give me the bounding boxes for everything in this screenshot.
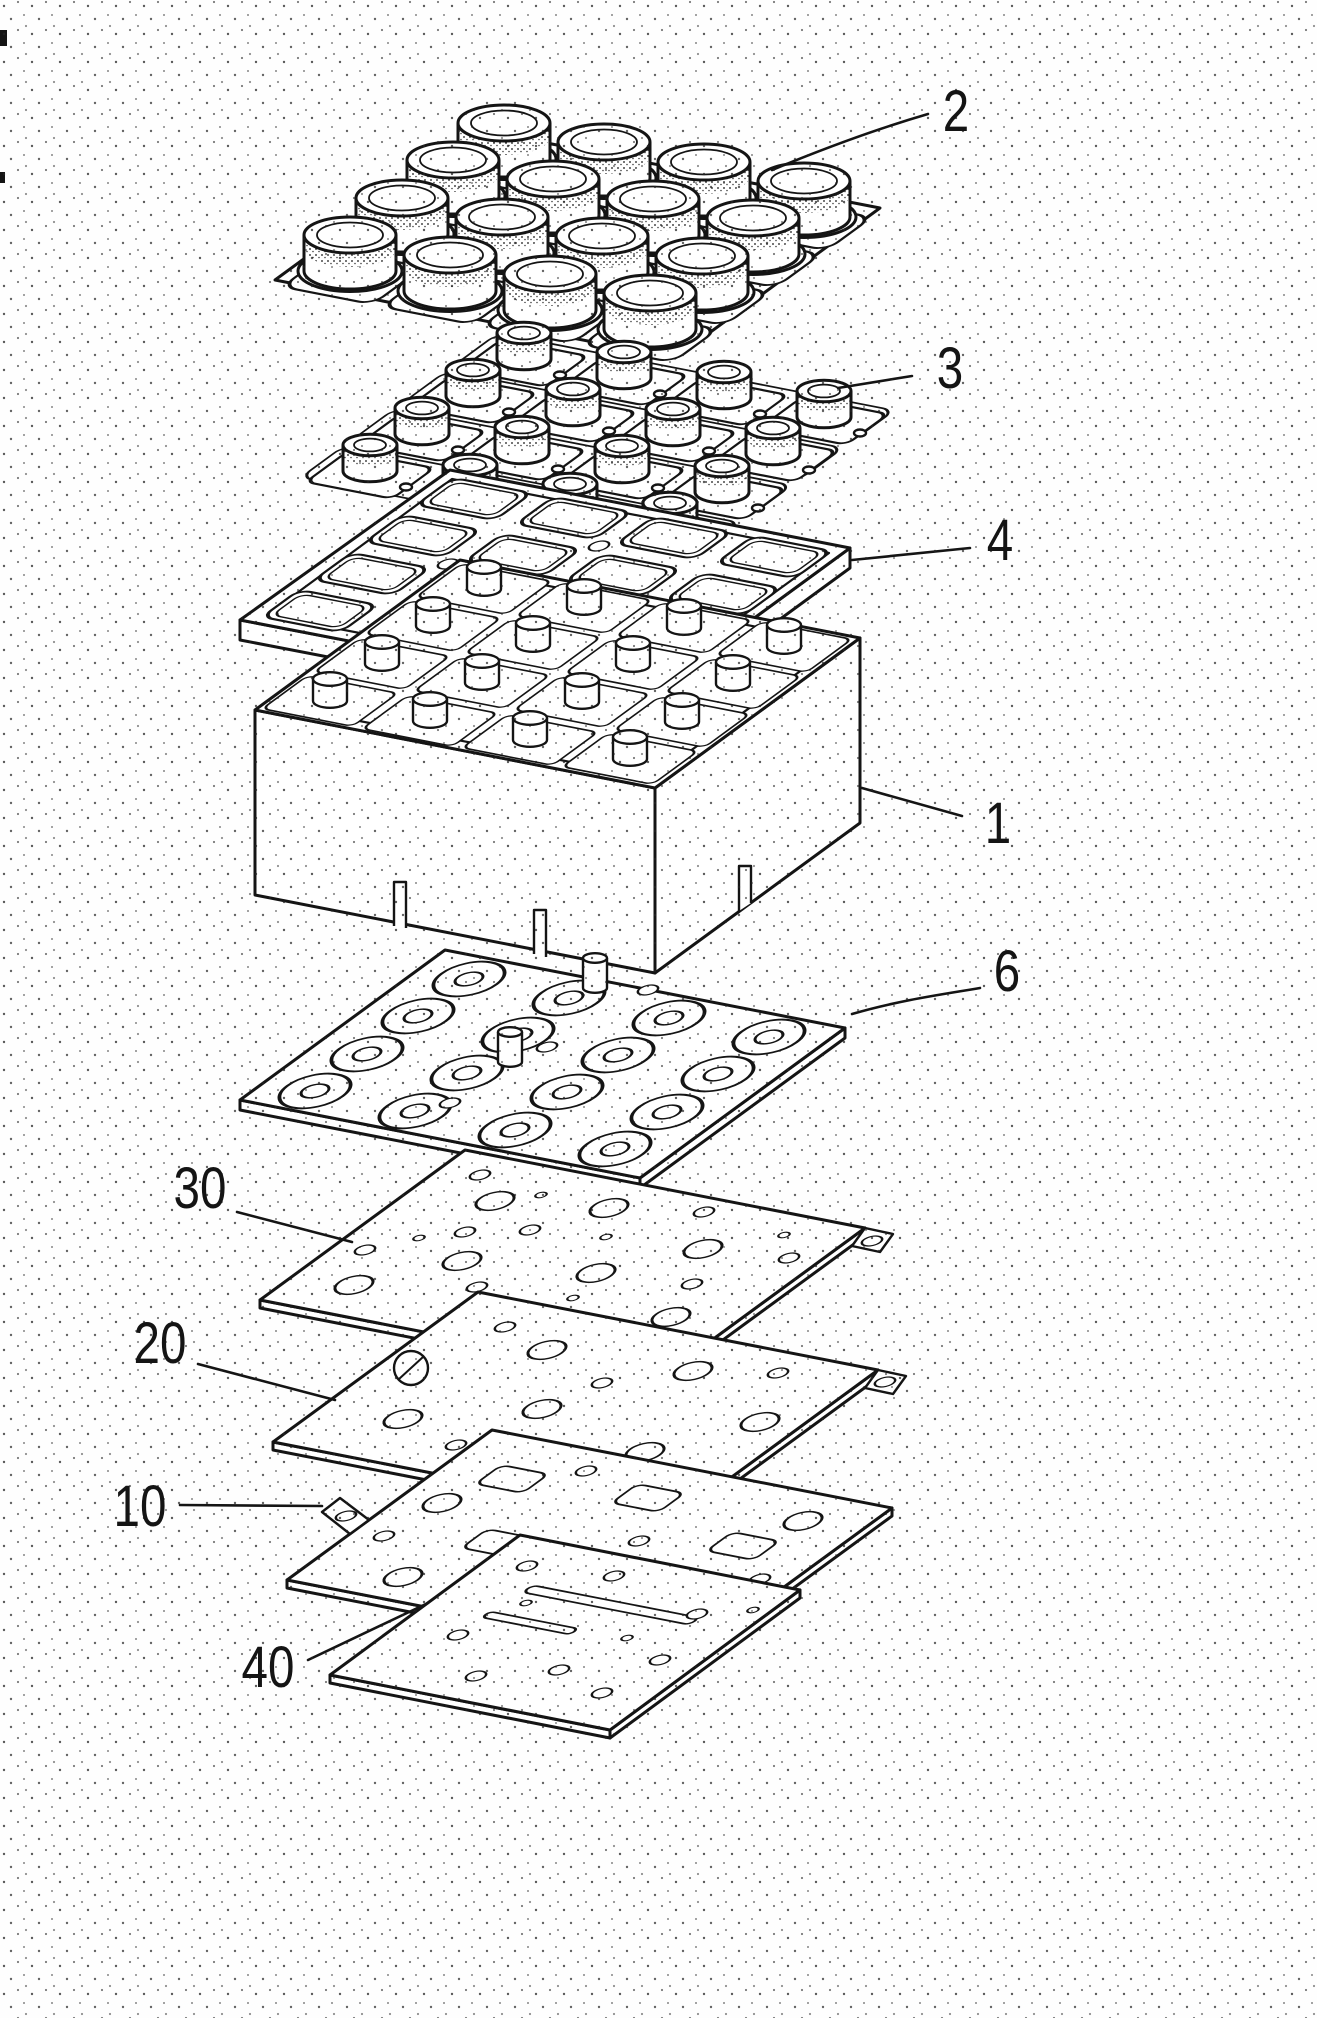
ref-label-40: 40	[241, 1635, 295, 1700]
ref-label-30: 30	[173, 1156, 227, 1221]
ref-label-6: 6	[993, 939, 1021, 1004]
ref-label-1: 1	[984, 791, 1012, 856]
ref-label-20: 20	[133, 1311, 187, 1376]
ref-label-4: 4	[986, 508, 1014, 573]
ref-label-3: 3	[936, 336, 964, 401]
ref-label-2: 2	[942, 79, 970, 144]
ref-label-10: 10	[113, 1474, 167, 1539]
